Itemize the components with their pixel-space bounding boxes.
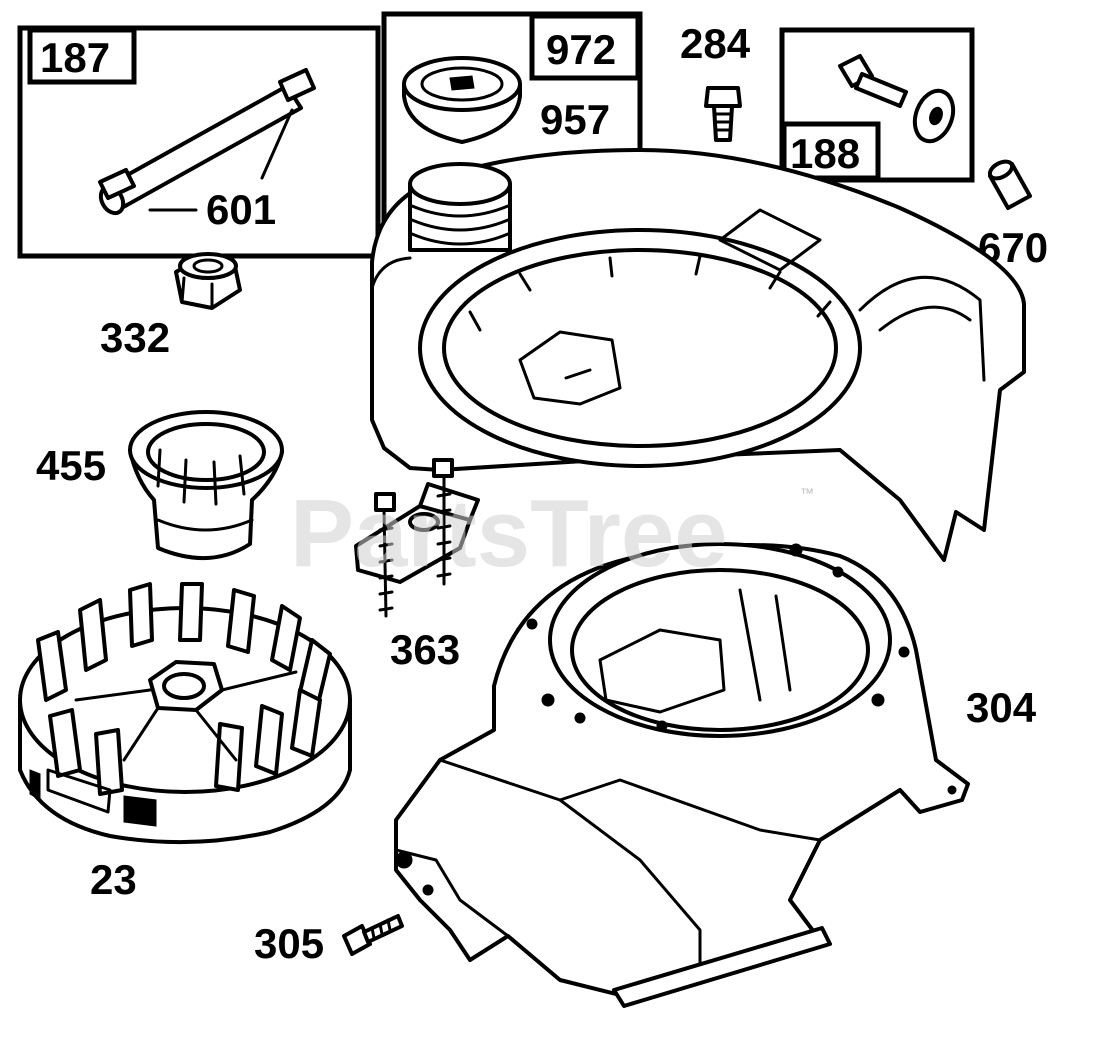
kit-188-label: 188 [790, 130, 860, 177]
watermark-text: PartsTree [290, 480, 728, 587]
kit-972-box: 972 957 [381, 11, 643, 254]
starter-cup-455[interactable]: 455 [36, 410, 284, 561]
kit-187-label: 187 [40, 34, 110, 81]
kit-972-label: 972 [546, 26, 616, 73]
label-363: 363 [390, 626, 460, 673]
flywheel-23[interactable]: 23 [18, 582, 352, 903]
label-601: 601 [206, 186, 276, 233]
label-304: 304 [966, 684, 1037, 731]
label-284: 284 [680, 20, 751, 67]
label-455: 455 [36, 442, 106, 489]
label-332: 332 [100, 314, 170, 361]
screw-and-washer-188[interactable] [838, 54, 960, 147]
spacer-670[interactable]: 670 [978, 158, 1048, 271]
fuel-pipe-601[interactable]: 601 [96, 68, 316, 233]
watermark: PartsTree ™ [290, 480, 814, 587]
screw-305[interactable]: 305 [254, 914, 404, 967]
blower-housing-304[interactable]: 304 [394, 542, 1037, 1008]
bolt-284[interactable]: 284 [680, 20, 751, 142]
label-957: 957 [540, 96, 610, 143]
fuel-cap-957[interactable] [402, 56, 522, 144]
watermark-trademark: ™ [800, 485, 814, 501]
nut-332[interactable]: 332 [100, 252, 242, 361]
label-23: 23 [90, 856, 137, 903]
bracket-363[interactable]: 363 [354, 458, 480, 673]
label-305: 305 [254, 920, 324, 967]
kit-188-box: 188 [779, 27, 975, 183]
blower-housing-upper[interactable] [370, 148, 1026, 562]
